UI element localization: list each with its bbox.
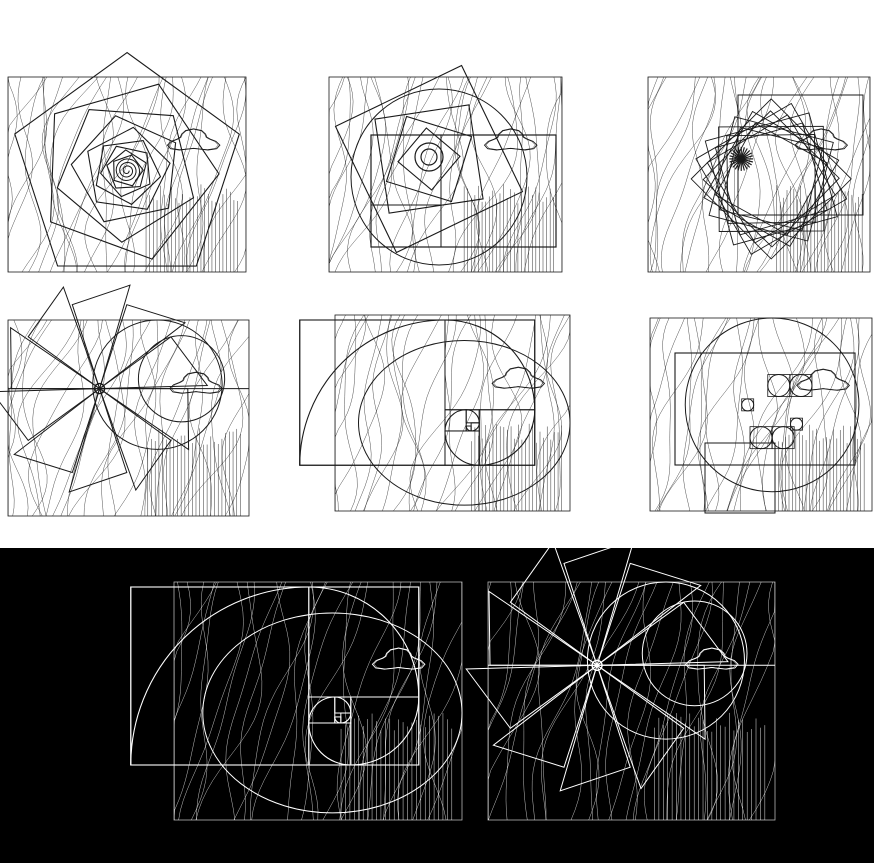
panel-r2c3-golden-rectangle-circles [650, 318, 872, 513]
panel-r1c1-rotating-pentagon-spiral [8, 53, 246, 272]
panel-r2c2-golden-rectangle-spiral [300, 315, 570, 511]
panel-r1c2-golden-rectangle-spiral-rotated-squares [329, 66, 562, 272]
panel-r1c3-radial-rotated-squares [648, 77, 870, 272]
panel-r2c1-star-triangles-and-circles [0, 285, 249, 516]
